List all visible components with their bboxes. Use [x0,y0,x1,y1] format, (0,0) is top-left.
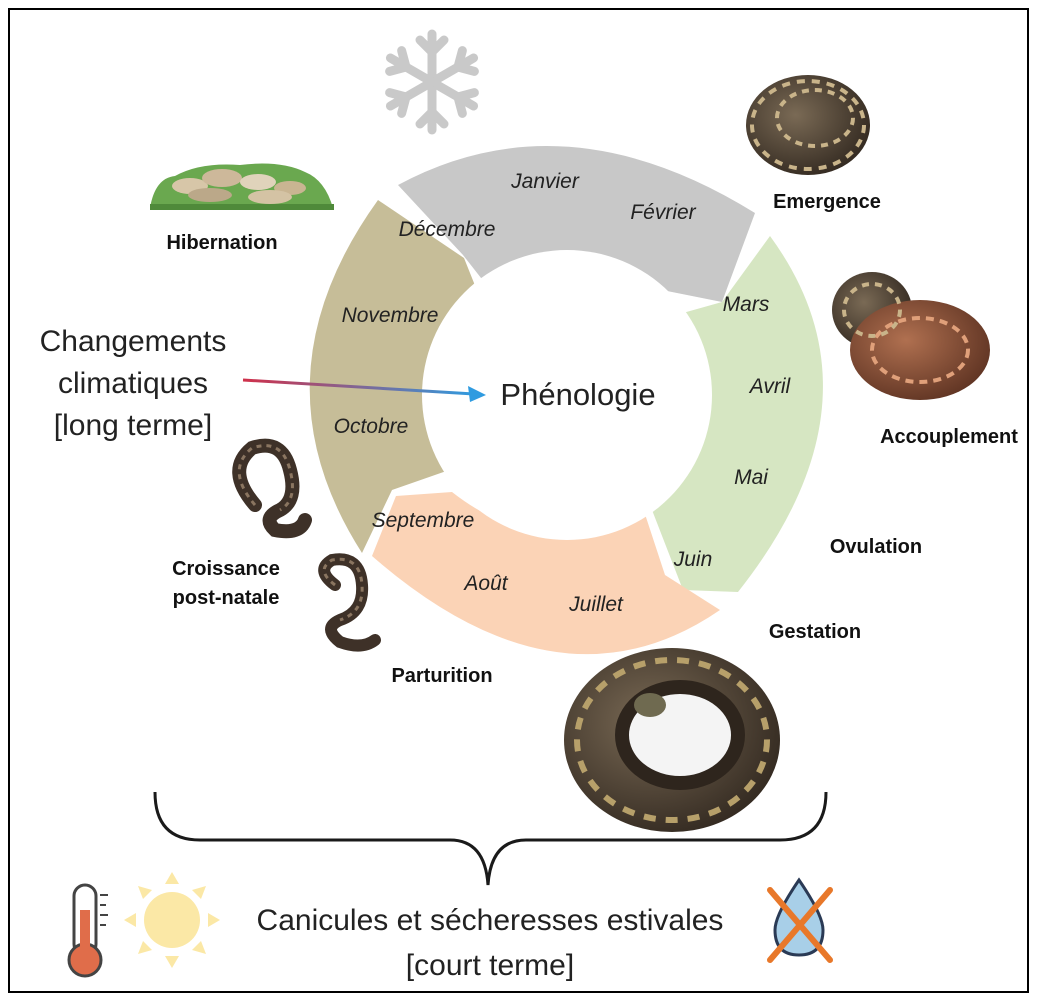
month-janvier: Janvier [510,170,580,193]
stage-croissance-line-1: Croissance [172,558,280,580]
month-mai: Mai [734,466,769,489]
stage-parturition: Parturition [391,665,492,687]
month-mars: Mars [723,293,770,316]
heat-line-2: [court terme] [406,949,574,982]
stage-hibernation: Hibernation [166,232,277,254]
rock-pile-icon [150,164,334,210]
climate-line-1: Changements [40,325,227,358]
stage-accouplement: Accouplement [880,426,1018,448]
climate-line-3: [long terme] [54,409,212,442]
heat-line-1: Canicules et sécheresses estivales [257,904,724,937]
month-juillet: Juillet [568,593,624,616]
month-septembre: Septembre [372,509,475,532]
stage-emergence: Emergence [773,191,881,213]
thermometer-icon [69,885,108,976]
stage-ovulation: Ovulation [830,536,922,558]
climate-line-2: climatiques [58,367,208,400]
stage-gestation: Gestation [769,621,861,643]
center-label: Phénologie [500,377,655,412]
snake-icon-accouplement [832,272,990,400]
snake-icon-emergence [746,75,870,175]
snake-icon-gestation [564,648,780,832]
water-drop-crossed-icon [770,880,830,960]
sun-icon [124,872,220,968]
snake-icon-juvenile-2 [324,559,375,645]
month-fevrier: Février [630,201,696,224]
snake-icon-juvenile-1 [239,446,305,532]
month-decembre: Décembre [399,218,496,241]
month-avril: Avril [748,375,792,398]
month-aout: Août [462,572,508,595]
month-octobre: Octobre [334,415,409,438]
month-novembre: Novembre [342,304,439,327]
month-juin: Juin [673,548,713,571]
stage-croissance-line-2: post-natale [173,587,280,609]
snowflake-icon [384,34,479,130]
